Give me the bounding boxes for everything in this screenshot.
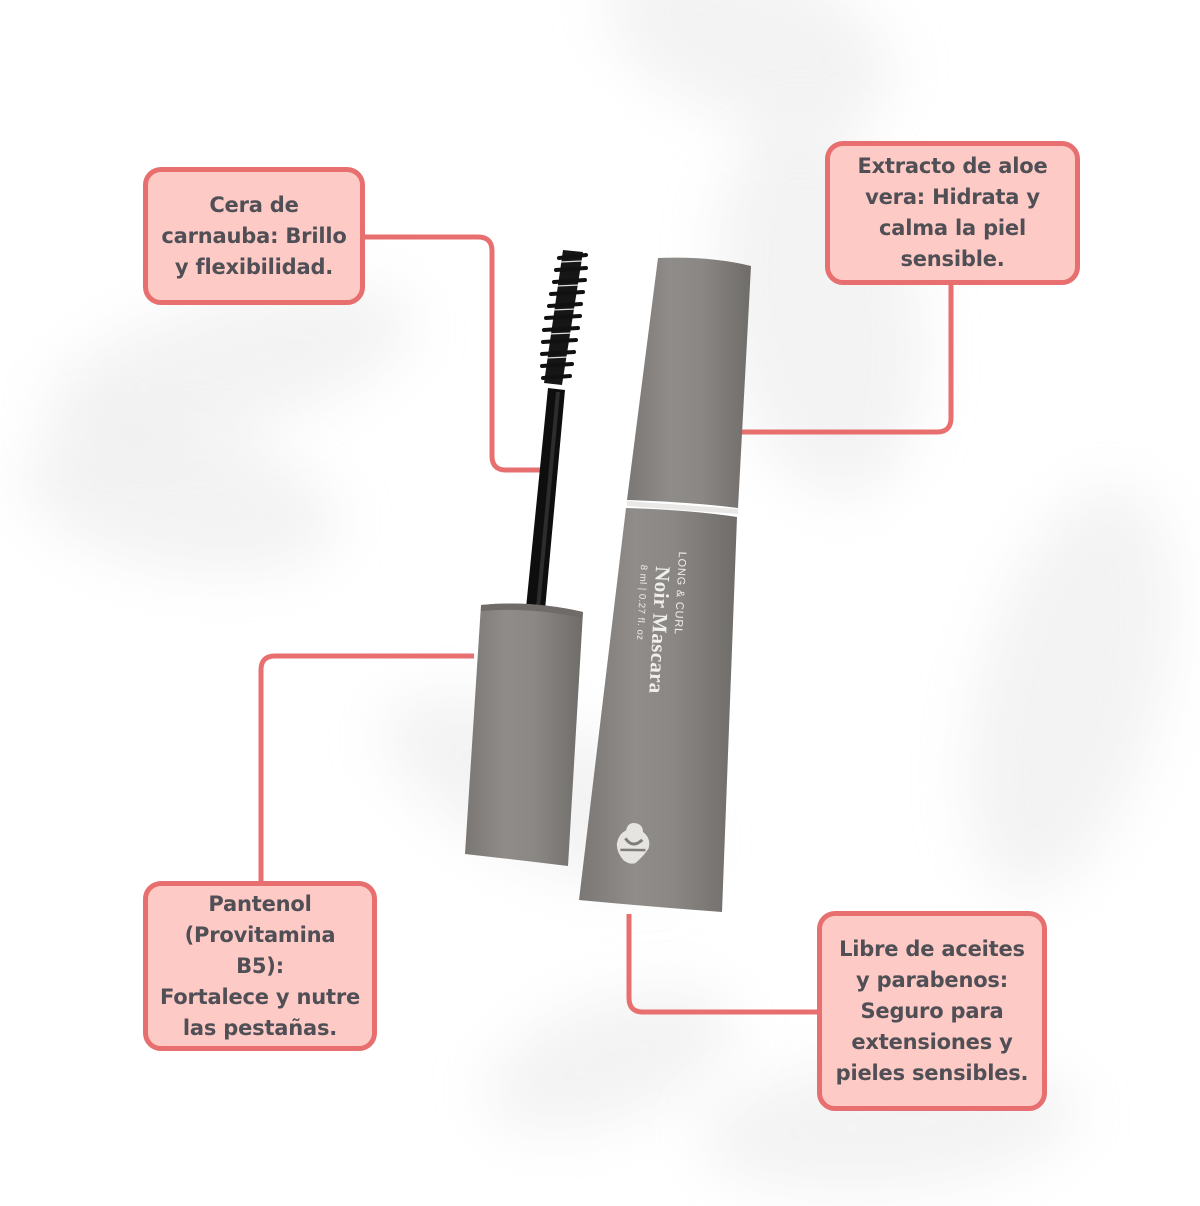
mascara-cap xyxy=(465,603,583,866)
callout-pantenol: Pantenol (Provitamina B5): Fortalece y n… xyxy=(143,881,377,1051)
callout-libre: Libre de aceites y parabenos: Seguro par… xyxy=(817,911,1047,1111)
callout-carnauba-text: Cera de carnauba: Brillo y flexibilidad. xyxy=(161,192,347,279)
callout-libre-text: Libre de aceites y parabenos: Seguro par… xyxy=(835,936,1029,1085)
callout-aloe: Extracto de aloe vera: Hidrata y calma l… xyxy=(825,141,1080,285)
mascara-tube-body xyxy=(579,508,737,912)
connector-aloe xyxy=(740,282,954,435)
mascara-wand-stem xyxy=(526,388,565,610)
callout-aloe-text: Extracto de aloe vera: Hidrata y calma l… xyxy=(857,154,1048,271)
mascara-tube-top xyxy=(627,257,751,508)
callout-carnauba: Cera de carnauba: Brillo y flexibilidad. xyxy=(143,167,365,305)
callout-pantenol-text: Pantenol (Provitamina B5): Fortalece y n… xyxy=(159,891,361,1040)
connector-carnauba xyxy=(362,234,540,473)
mascara-brush-icon xyxy=(540,250,588,385)
connector-pantenol xyxy=(258,653,474,884)
connector-libre xyxy=(626,914,820,1015)
brand-logo-icon xyxy=(616,823,650,864)
